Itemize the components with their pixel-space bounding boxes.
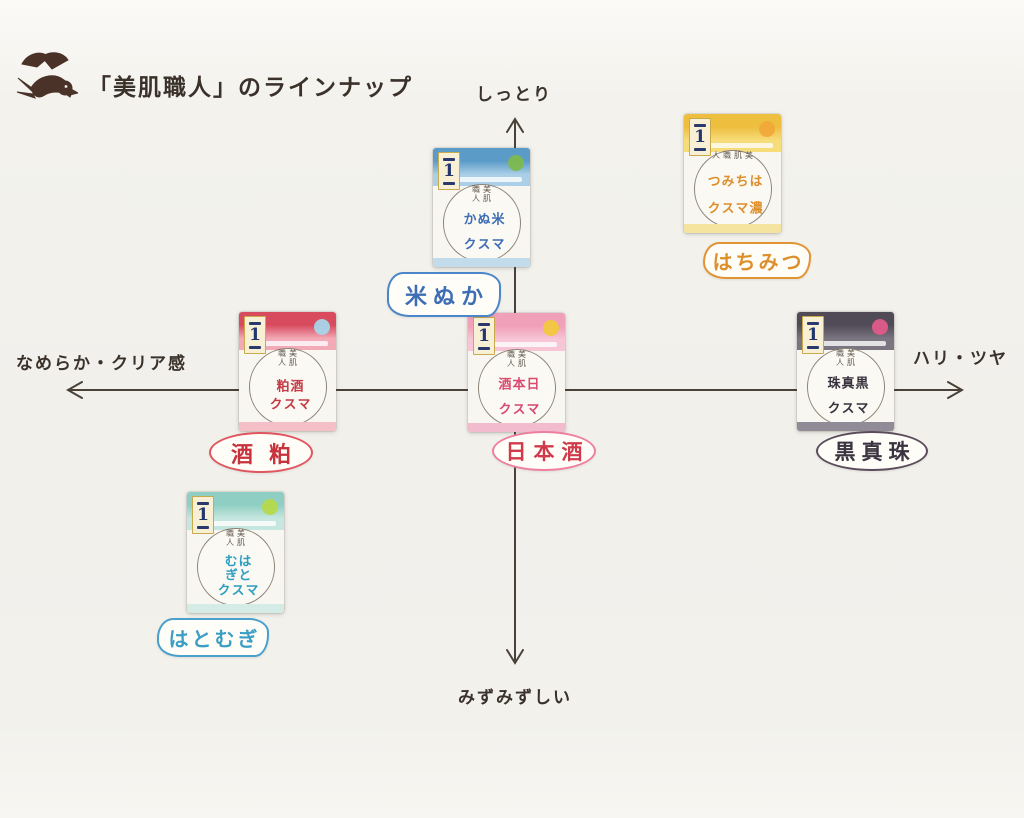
package-circle-art: 美肌職人 はちみつ 濃マスク bbox=[693, 150, 772, 228]
package-circle-art: 美肌職人 米ぬか マスク bbox=[442, 184, 521, 262]
ranking-badge-icon: 1 bbox=[192, 496, 214, 534]
package-bottom-strip bbox=[433, 258, 530, 267]
header: 「美肌職人」のラインナップ bbox=[16, 48, 413, 108]
package-circle-art: 美肌職人 日本酒 マスク bbox=[477, 349, 556, 427]
package-accent-dot bbox=[759, 121, 775, 137]
product-package-sake-lees: 1 美肌職人 酒粕 マスク bbox=[239, 312, 336, 431]
package-accent-dot bbox=[314, 319, 330, 335]
product-package-hatomugi: 1 美肌職人 はとむぎ マスク bbox=[187, 492, 284, 613]
package-circle-art: 美肌職人 はとむぎ マスク bbox=[196, 528, 275, 606]
ranking-badge-icon: 1 bbox=[438, 152, 460, 190]
package-accent-dot bbox=[872, 319, 888, 335]
package-circle-art: 美肌職人 黒真珠 マスク bbox=[806, 348, 885, 426]
package-bottom-strip bbox=[187, 604, 284, 613]
product-label-nihonshu: 日本酒 bbox=[492, 431, 596, 471]
package-bottom-strip bbox=[797, 422, 894, 431]
swallow-icon bbox=[16, 52, 78, 99]
ranking-badge-icon: 1 bbox=[473, 317, 495, 355]
package-accent-dot bbox=[543, 320, 559, 336]
ranking-badge-icon: 1 bbox=[802, 316, 824, 354]
axis-label-bottom: みずみずしい bbox=[458, 688, 572, 708]
ranking-badge-icon: 1 bbox=[244, 316, 266, 354]
axis-label-top: しっとり bbox=[476, 85, 552, 105]
product-label-hatomugi: はとむぎ bbox=[157, 618, 269, 657]
ranking-badge-icon: 1 bbox=[689, 118, 711, 156]
package-accent-dot bbox=[508, 155, 524, 171]
product-package-rice-bran: 1 美肌職人 米ぬか マスク bbox=[433, 148, 530, 267]
product-package-honey: 1 美肌職人 はちみつ 濃マスク bbox=[684, 114, 781, 233]
product-label-honey: はちみつ bbox=[703, 242, 811, 279]
product-label-sake-lees: 酒粕 bbox=[209, 432, 313, 473]
axis-label-left: なめらか・クリア感 bbox=[16, 354, 187, 374]
package-bottom-strip bbox=[684, 224, 781, 233]
product-package-nihonshu: 1 美肌職人 日本酒 マスク bbox=[468, 313, 565, 432]
axis-label-right: ハリ・ツヤ bbox=[913, 349, 1008, 369]
product-package-black-pearl: 1 美肌職人 黒真珠 マスク bbox=[797, 312, 894, 431]
product-label-rice-bran: 米ぬか bbox=[387, 272, 501, 317]
product-label-black-pearl: 黒真珠 bbox=[816, 431, 928, 471]
package-bottom-strip bbox=[468, 423, 565, 432]
package-circle-art: 美肌職人 酒粕 マスク bbox=[248, 348, 327, 426]
package-accent-dot bbox=[262, 499, 278, 515]
page-title: 「美肌職人」のラインナップ bbox=[88, 75, 413, 101]
package-bottom-strip bbox=[239, 422, 336, 431]
